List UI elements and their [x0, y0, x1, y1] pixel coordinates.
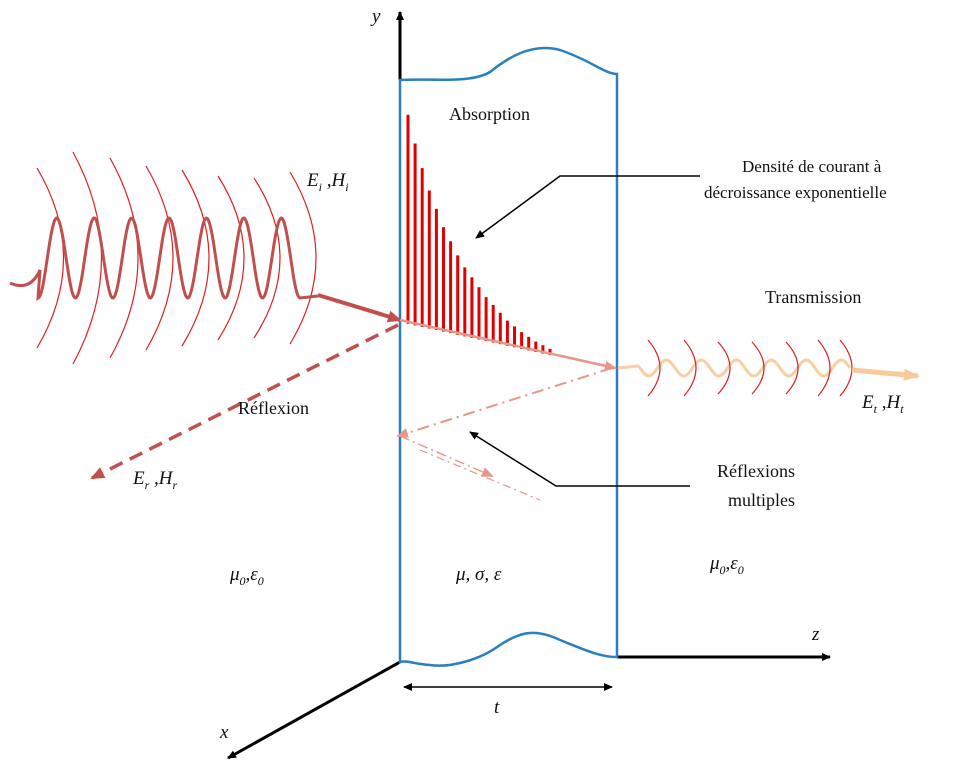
transmitted-field-label: Et ,Ht [861, 392, 904, 416]
transmission-label: Transmission [765, 287, 861, 307]
y-axis-label: y [370, 6, 381, 27]
right-medium-label: μ0,ε0 [709, 553, 744, 577]
transmitted-wavefronts [647, 339, 853, 397]
x-axis-label: x [219, 722, 229, 743]
incident-arrow [317, 293, 402, 323]
shield-slab [398, 46, 619, 667]
reflected-field-label: Er ,Hr [132, 468, 178, 492]
left-medium-label: μ0,ε0 [229, 564, 264, 588]
current-density-bars [406, 114, 552, 356]
incident-wavefronts [36, 151, 317, 365]
current-density-label-line1: Densité de courant à [742, 157, 882, 176]
incident-field-label: Ei ,Hi [306, 170, 349, 194]
z-axis-label: z [811, 624, 820, 645]
x-axis [227, 660, 401, 760]
multiple-reflection-pointer [469, 431, 690, 487]
multiple-reflection-1 [399, 435, 494, 477]
shield-medium-label: μ, σ, ε [455, 564, 502, 585]
multiple-reflections-label-line2: multiples [728, 490, 795, 510]
transmitted-wave [617, 358, 852, 378]
thickness-label: t [494, 697, 500, 718]
reflection-label: Réflexion [238, 398, 309, 418]
current-pointer [475, 175, 700, 239]
multiple-reflections-label-line1: Réflexions [717, 461, 795, 481]
transmitted-arrow [851, 367, 920, 381]
reflected-arrow [90, 323, 399, 480]
multiple-reflection-2 [419, 449, 541, 501]
current-density-label-line2: décroissance exponentielle [704, 183, 887, 202]
incident-wave [9, 216, 319, 301]
propagation-in-shield [399, 318, 617, 371]
absorption-label: Absorption [449, 104, 530, 124]
internal-reflection [396, 367, 613, 438]
